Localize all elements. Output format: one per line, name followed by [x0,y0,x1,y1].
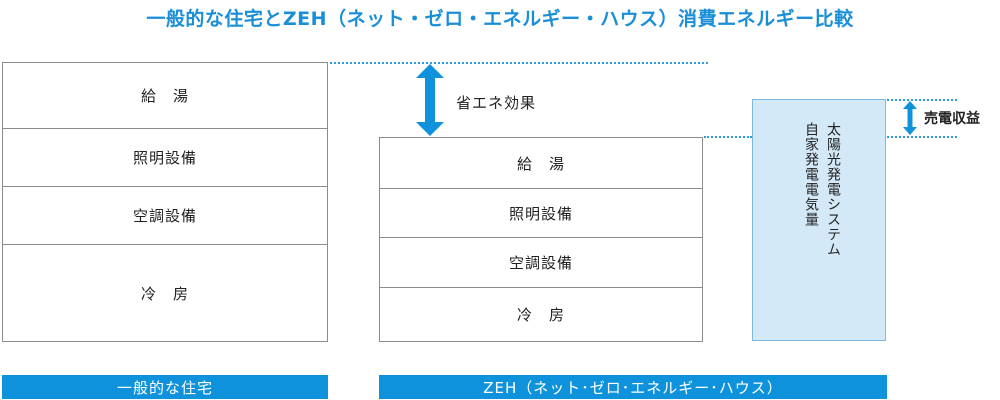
small-double-arrow-icon [903,101,917,135]
solar-line-1: 太陽光発電システム [825,122,841,257]
solar-line-2: 自家発電電気量 [803,122,819,227]
solar-generation-box: 太陽光発電システム 自家発電電気量 [752,99,886,341]
solar-bottom-guide-line [887,136,957,138]
general-item-cooling: 冷 房 [3,244,327,341]
sales-income-label: 売電収益 [924,111,980,127]
energy-saving-label: 省エネ効果 [456,94,537,112]
zeh-top-guide-line [704,136,752,138]
zeh-item-air-conditioning: 空調設備 [380,237,702,287]
zeh-house-label: ZEH（ネット･ゼロ･エネルギー･ハウス） [379,375,887,399]
general-item-lighting: 照明設備 [3,128,327,186]
page-title: 一般的な住宅とZEH（ネット・ゼロ・エネルギー・ハウス）消費エネルギー比較 [146,8,854,30]
solar-top-guide-line [887,99,957,101]
zeh-item-hot-water: 給 湯 [516,154,565,173]
zeh-item-lighting: 照明設備 [380,188,702,237]
zeh-house-stack: 給 湯 照明設備 空調設備 冷 房 [379,137,703,342]
zeh-item-cooling: 冷 房 [380,287,702,341]
general-item-air-conditioning: 空調設備 [3,186,327,244]
top-guide-line [330,62,708,64]
double-arrow-icon [416,64,444,136]
general-house-label: 一般的な住宅 [2,375,328,399]
general-house-stack: 給 湯 照明設備 空調設備 冷 房 [2,62,328,342]
general-item-hot-water: 給 湯 [140,87,189,105]
